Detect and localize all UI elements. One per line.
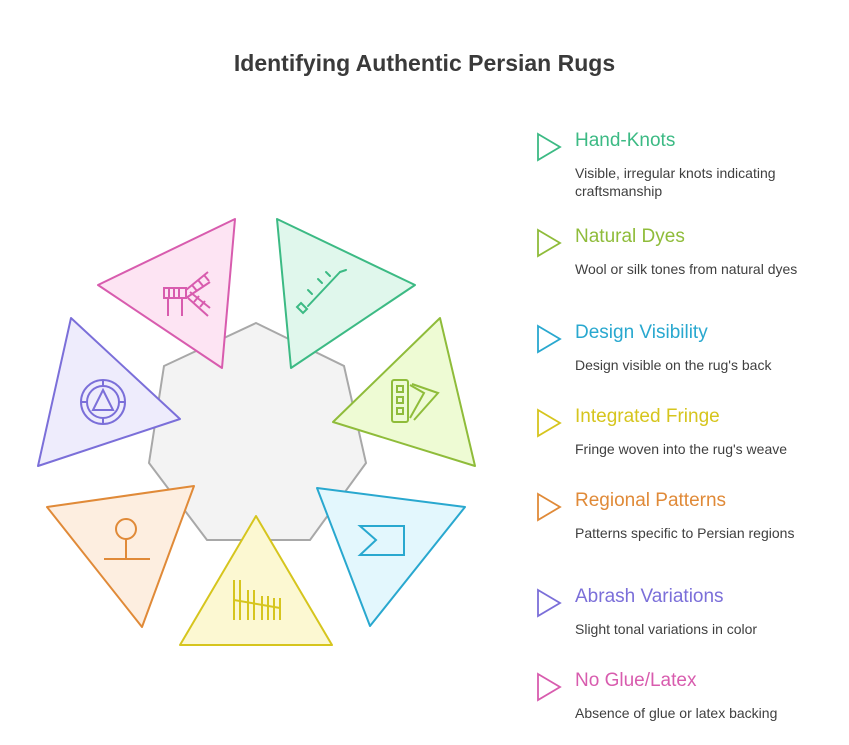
triangle-natural-dyes [332,317,476,467]
triangle-integrated-fringe [179,515,333,646]
flag-banner-icon [357,525,405,556]
legend-description: Slight tonal variations in color [575,621,758,637]
ladder-rack-icon [163,271,211,317]
loom-icon [233,580,281,620]
play-triangle-icon [537,588,562,618]
legend-description: Patterns specific to Persian regions [575,525,795,541]
legend-title: Integrated Fringe [575,406,720,427]
legend-title: Regional Patterns [575,490,727,511]
color-wheel-icon [80,379,126,425]
triangle-abrash-variations [37,317,181,467]
legend-title: Design Visibility [575,322,708,343]
play-triangle-icon [537,324,562,354]
play-triangle-icon [537,672,562,702]
diagram-title: Identifying Authentic Persian Rugs [233,50,616,76]
legend-title: Abrash Variations [575,586,724,607]
map-pin-icon [104,518,150,560]
play-triangle-icon [537,492,562,522]
legend-description: Fringe woven into the rug's weave [575,441,788,457]
play-triangle-icon [537,132,562,162]
triangle-hand-knots [276,218,416,369]
knotting-needle-icon [295,269,347,315]
triangle-design-visibility [316,487,466,627]
triangle-no-glue-latex [97,218,236,369]
legend-description: Absence of glue or latex backing [575,705,778,721]
triangle-regional-patterns [46,485,195,628]
color-swatch-icon [391,379,440,423]
play-triangle-icon [537,408,562,438]
legend-description: Design visible on the rug's back [575,357,772,373]
legend-title: No Glue/Latex [575,670,697,691]
play-triangle-icon [537,228,562,258]
legend-title: Hand-Knots [575,130,676,151]
legend-description: Wool or silk tones from natural dyes [575,261,798,277]
legend-description: Visible, irregular knots indicating craf… [575,165,776,199]
legend-title: Natural Dyes [575,226,685,247]
